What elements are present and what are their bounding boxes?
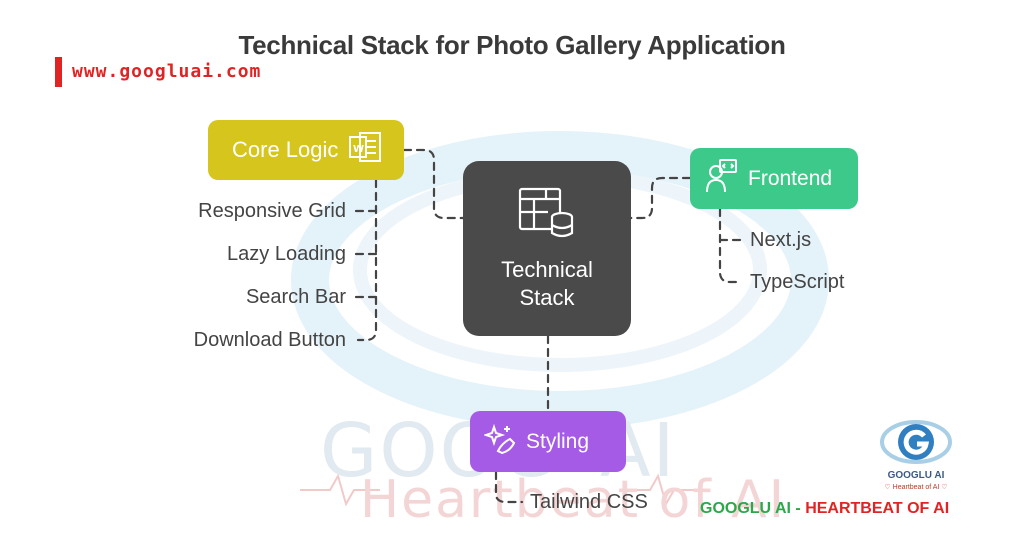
connector-frontend-spine <box>718 207 742 284</box>
connector-core-spine <box>356 178 378 342</box>
core-item-search-bar: Search Bar <box>245 286 346 308</box>
technical-stack-center-node[interactable]: Technical Stack <box>463 161 631 336</box>
brand-footer: GOOGLU AI - HEARTBEAT OF AI <box>700 500 949 518</box>
frontend-item-typescript: TypeScript <box>750 271 845 293</box>
logo-tagline: ♡ Heartbeat of AI ♡ <box>884 484 948 491</box>
connector-core-center <box>402 148 465 220</box>
table-database-icon <box>516 185 578 246</box>
brand-name: GOOGLU AI <box>700 500 791 517</box>
connector-frontend-center <box>629 176 692 220</box>
styling-label: Styling <box>526 429 590 453</box>
styling-item-tailwind: Tailwind CSS <box>530 491 648 513</box>
core-item-lazy-loading: Lazy Loading <box>227 243 346 265</box>
website-url: www.googluai.com <box>72 61 262 82</box>
frontend-label: Frontend <box>748 166 833 190</box>
developer-icon <box>704 158 738 200</box>
core-item-download-button: Download Button <box>193 329 346 351</box>
svg-text:W: W <box>353 144 364 155</box>
brand-separator: - <box>790 500 806 517</box>
document-list-icon: W <box>348 131 382 169</box>
styling-node[interactable]: Styling <box>470 411 626 472</box>
technical-stack-label: Technical Stack <box>501 257 593 310</box>
googlu-logo <box>872 412 960 490</box>
page-title: Technical Stack for Photo Gallery Applic… <box>238 30 786 60</box>
googlu-g-logo <box>880 420 952 464</box>
brand-tagline: HEARTBEAT OF AI <box>805 500 950 517</box>
core-logic-label: Core Logic <box>232 137 339 162</box>
connector-styling-spine <box>494 470 524 504</box>
logo-name: GOOGLU AI <box>887 470 945 481</box>
sparkle-brush-icon <box>482 423 516 461</box>
frontend-item-nextjs: Next.js <box>750 229 812 251</box>
watermark-tagline: Heartbeat of AI <box>360 470 787 530</box>
core-item-responsive-grid: Responsive Grid <box>198 200 346 222</box>
site-accent-bar <box>55 57 62 87</box>
core-logic-node[interactable]: Core Logic W <box>208 120 404 180</box>
frontend-node[interactable]: Frontend <box>690 148 858 209</box>
